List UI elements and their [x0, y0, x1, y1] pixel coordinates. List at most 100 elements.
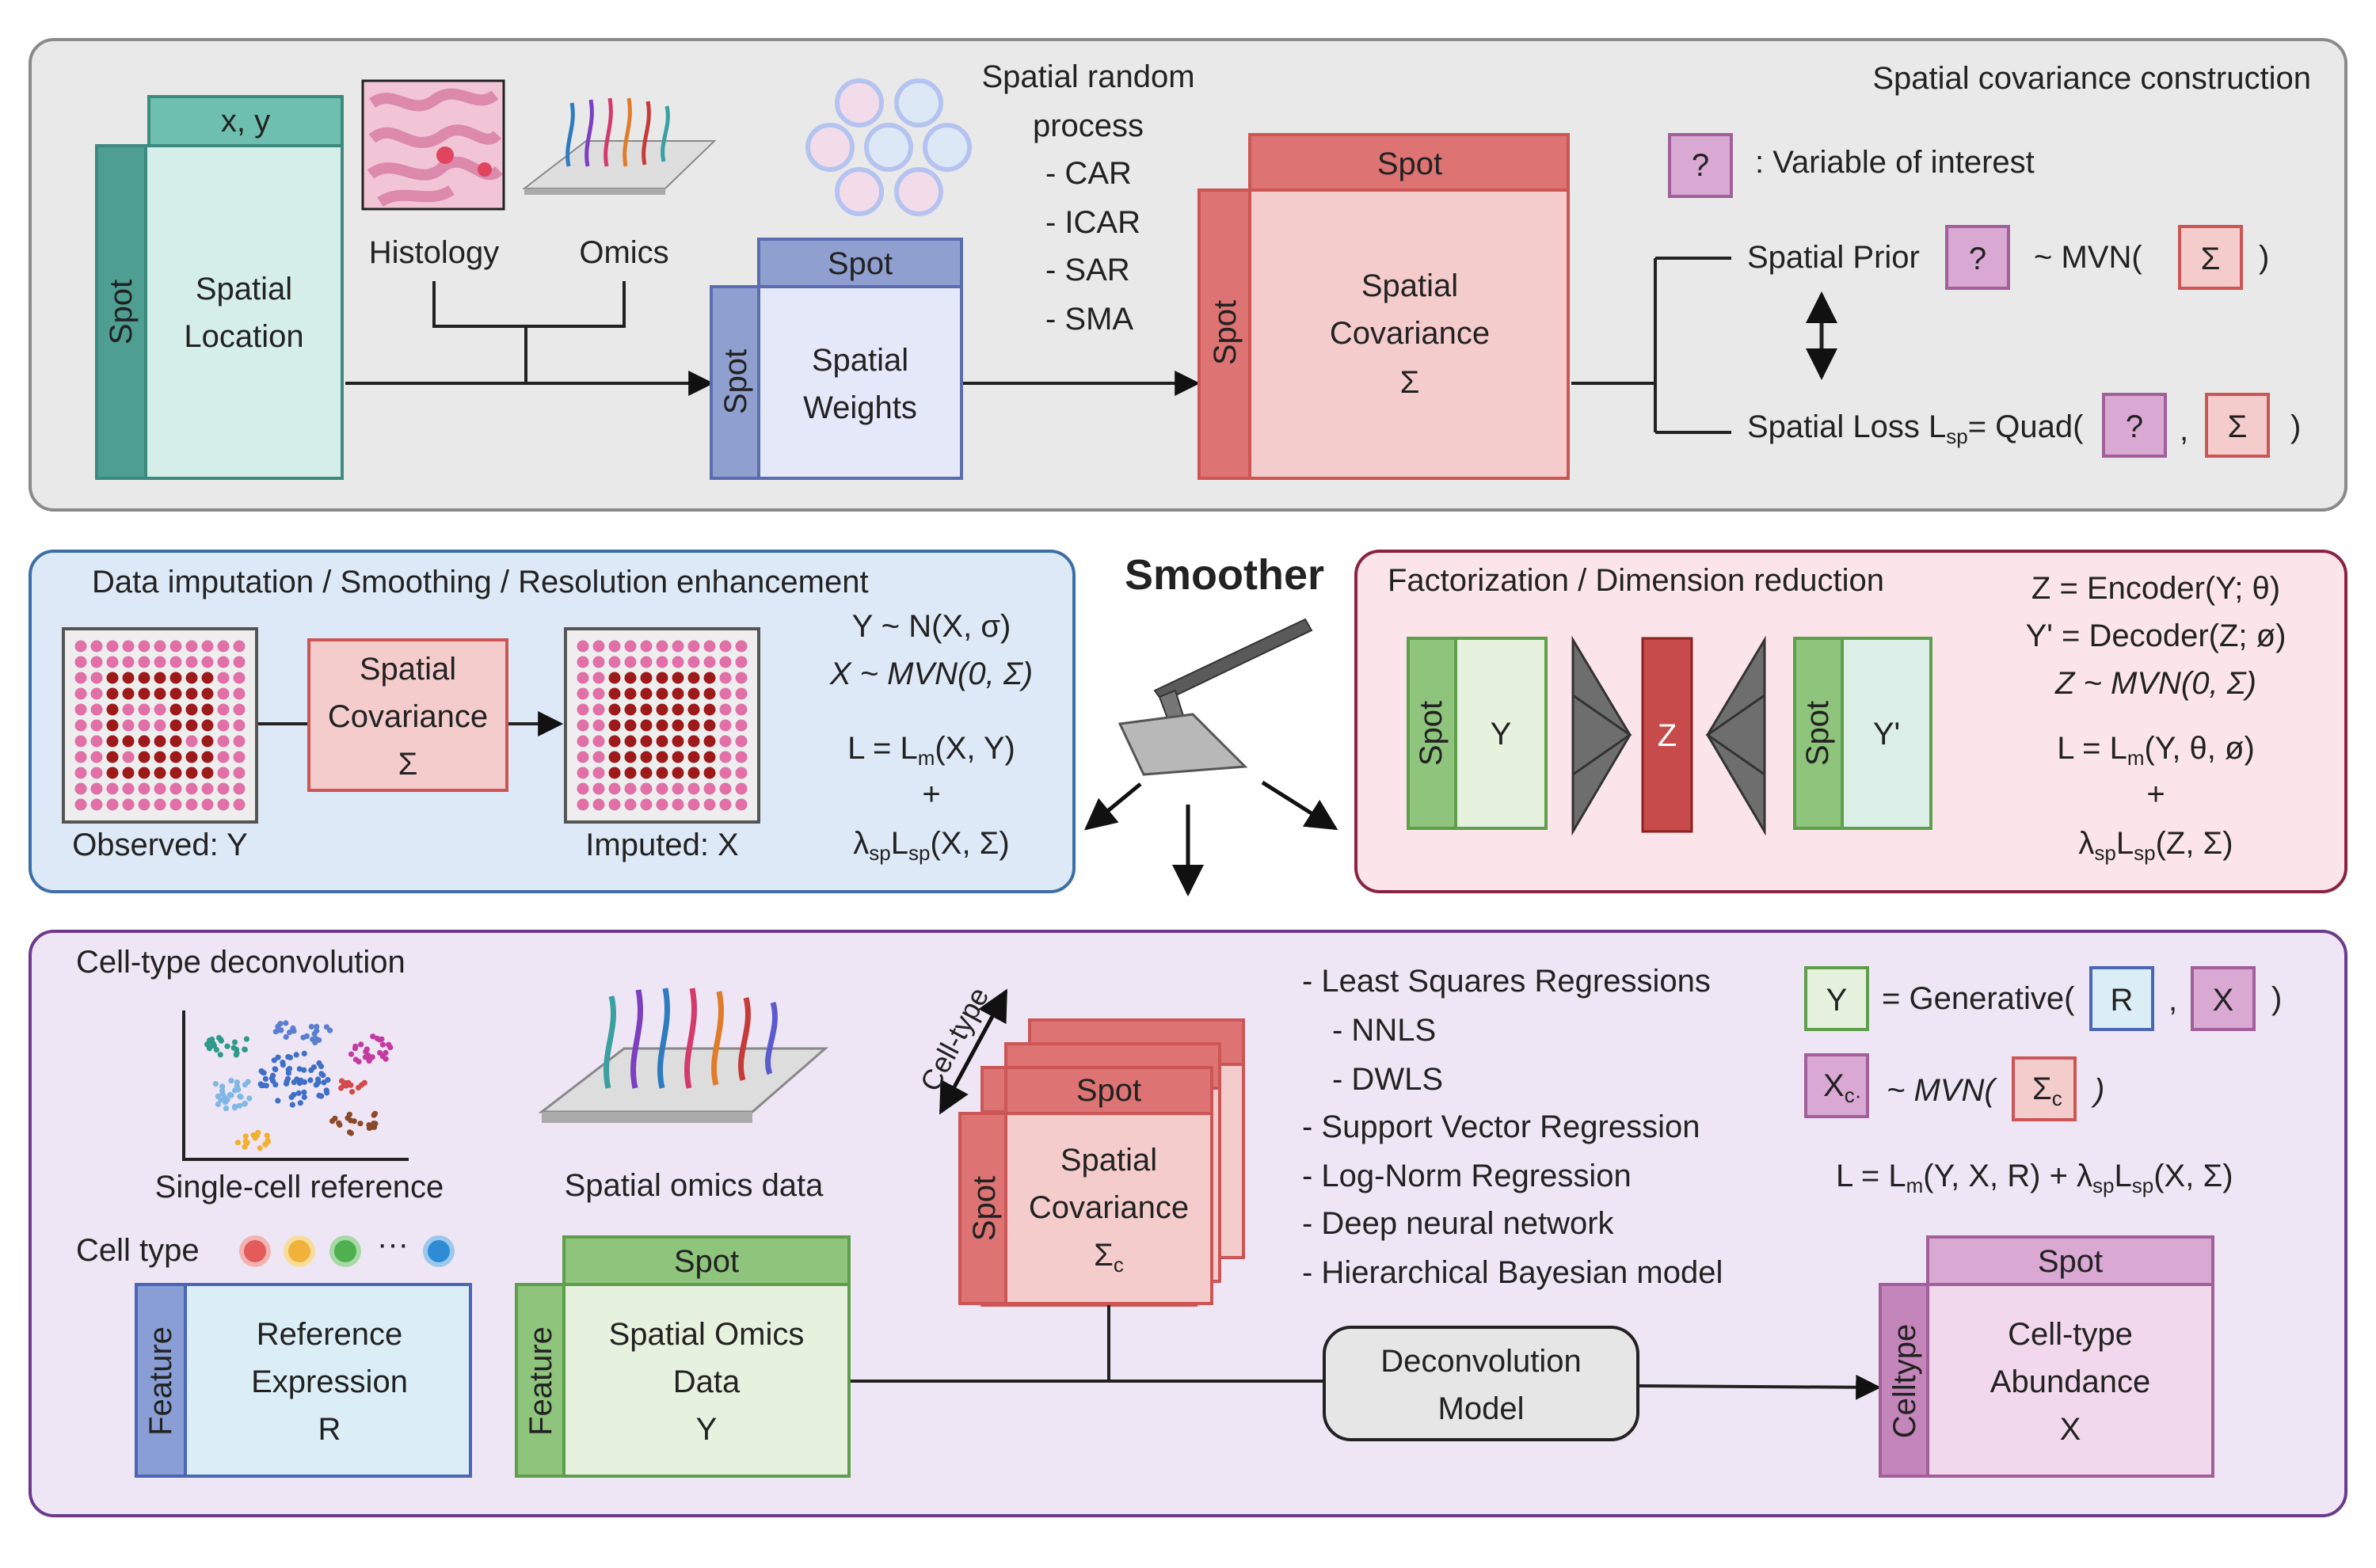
scatter-dot [323, 1087, 329, 1094]
factorization-panel: Factorization / Dimension reduction Spot… [1354, 550, 2347, 893]
scatter-dot [349, 1089, 356, 1095]
grid-dot [90, 656, 103, 668]
block-side-label: Celltype [1887, 1324, 1922, 1439]
scatter-dot [268, 1075, 275, 1082]
grid-dot [74, 687, 87, 700]
grid-dot [90, 687, 103, 700]
scatter-dot [301, 1089, 307, 1095]
scatter-dot [361, 1079, 367, 1086]
grid-dot [687, 782, 700, 795]
panel-title: Factorization / Dimension reduction [1388, 563, 1884, 598]
block-line1: Reference [257, 1317, 403, 1352]
random-process-item: - CAR [1045, 156, 1132, 191]
scatter-dot [242, 1046, 248, 1052]
grid-dot [201, 782, 214, 795]
scatter-dot [345, 1079, 352, 1086]
eq-encoder: Z = Encoder(Y; θ) [2031, 571, 2280, 606]
grid-dot [735, 782, 748, 795]
yprime-side [1793, 637, 1844, 830]
model-to-abundance-arrow [1637, 1374, 1882, 1400]
grid-dot [217, 640, 230, 653]
scatter-dot [358, 1041, 364, 1048]
spatial-location-block: x, y Spot Spatial Location [95, 95, 344, 480]
grid-dot [592, 656, 605, 668]
grid-dot [656, 719, 668, 732]
grid-dot [672, 782, 684, 795]
grid-dot [577, 687, 589, 700]
block-side-label: Spot [718, 349, 753, 414]
gen-eq: = Generative( [1882, 981, 2075, 1016]
scatter-dot [272, 1029, 279, 1035]
grid-dot [624, 798, 637, 811]
scatter-dot [347, 1129, 353, 1136]
grid-dot [640, 782, 653, 795]
xc-dist: ~ MVN( [1887, 1073, 1997, 1108]
scatter-dot [264, 1132, 270, 1139]
grid-dot [185, 672, 198, 684]
block-header-label: Spot [674, 1244, 739, 1279]
scatter-dot [236, 1102, 243, 1109]
grid-dot [735, 687, 748, 700]
grid-dot [138, 751, 150, 763]
scatter-dot [223, 1106, 230, 1112]
grid-dot [703, 719, 716, 732]
grid-dot [201, 656, 214, 668]
scatter-dot [275, 1098, 281, 1104]
scatter-dot [215, 1101, 221, 1107]
grid-dot [138, 719, 150, 732]
block-side [135, 1283, 187, 1478]
grid-dot [106, 798, 119, 811]
grid-dot [106, 751, 119, 763]
scatter-dot [215, 1093, 221, 1099]
grid-dot [624, 703, 637, 716]
grid-dot [624, 719, 637, 732]
prior-sigma-label: Σ [2201, 242, 2221, 276]
deconvolution-model-box [1323, 1326, 1639, 1441]
block-line3: R [318, 1412, 341, 1447]
celltype-color-dots [239, 1235, 455, 1267]
grid-dot [201, 719, 214, 732]
scatter-dot [311, 1030, 318, 1037]
grid-dot [154, 751, 166, 763]
grid-dot [74, 640, 87, 653]
scatter-dot [208, 1038, 215, 1045]
scatter-dot [383, 1049, 389, 1056]
scatter-dot [257, 1081, 264, 1087]
grid-dot [106, 640, 119, 653]
grid-dot [106, 782, 119, 795]
eq-spatial-loss: λspLsp(Z, Σ) [2078, 826, 2233, 865]
scatter-dot [303, 1033, 310, 1039]
scatter-dot [234, 1050, 240, 1056]
grid-dot [640, 672, 653, 684]
grid-dot [592, 798, 605, 811]
grid-dot [656, 703, 668, 716]
grid-dot [217, 656, 230, 668]
grid-dot [608, 782, 621, 795]
grid-dot [122, 767, 135, 779]
grid-dot [608, 735, 621, 748]
imputed-dots [577, 640, 748, 811]
grid-dot [577, 798, 589, 811]
grid-dot [640, 735, 653, 748]
grid-dot [703, 703, 716, 716]
loss-sigma-label: Σ [2228, 409, 2248, 444]
scatter-dot [371, 1112, 377, 1118]
panel-title: Spatial covariance construction [1872, 61, 2311, 96]
grid-dot [138, 735, 150, 748]
grid-dot [592, 640, 605, 653]
block-header-label: x, y [221, 104, 270, 139]
grid-dot [169, 672, 182, 684]
grid-dot [624, 782, 637, 795]
method-item: - DWLS [1332, 1062, 1443, 1097]
grid-dot [233, 687, 246, 700]
scatter-dot [284, 1078, 290, 1084]
block-body [184, 1283, 472, 1478]
grid-dot [577, 672, 589, 684]
grid-dot [201, 687, 214, 700]
grid-dot [138, 703, 150, 716]
method-item: - Support Vector Regression [1302, 1109, 1700, 1144]
block-side [515, 1283, 565, 1478]
grid-dot [185, 640, 198, 653]
single-cell-label: Single-cell reference [155, 1170, 444, 1205]
